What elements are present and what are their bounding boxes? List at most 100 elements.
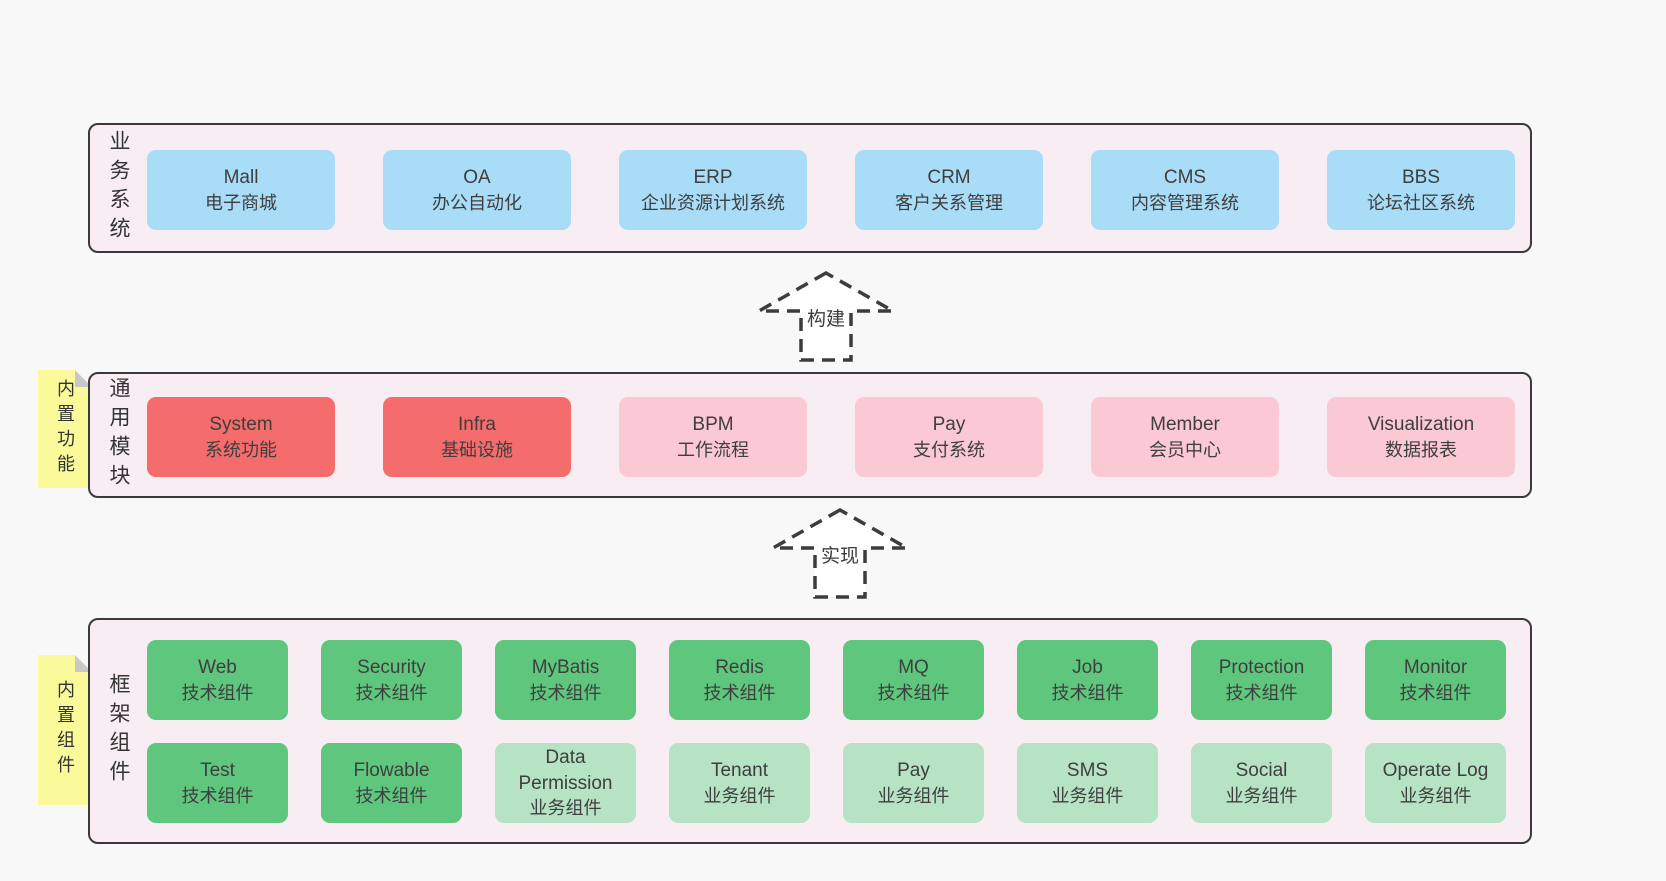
arrow-label: 构建 — [803, 304, 849, 331]
module-box-title: Pay — [932, 414, 966, 436]
module-box-subtitle: 数据报表 — [1385, 439, 1457, 460]
sticky-note-label: 内置功能 — [55, 379, 75, 479]
implement-arrow: 实现 — [765, 505, 915, 601]
layer-label: 通用模块 — [107, 377, 130, 493]
common-modules-row: System 系统功能 Infra 基础设施 BPM 工作流程 Pay 支付系统 Member 会… — [147, 397, 1515, 477]
module-box-subtitle: 办公自动化 — [432, 192, 522, 213]
module-box-subtitle: 论坛社区系统 — [1367, 192, 1475, 213]
module-box-test: Test 技术组件 — [147, 743, 288, 823]
module-box-subtitle: 技术组件 — [529, 682, 602, 703]
module-box-title: MyBatis — [531, 657, 600, 679]
module-box-subtitle: 业务组件 — [877, 785, 950, 806]
module-box-title: CMS — [1163, 167, 1207, 189]
module-box-title: Pay — [897, 760, 930, 782]
module-box-sms: SMS 业务组件 — [1017, 743, 1158, 823]
module-box-title: Job — [1072, 657, 1103, 679]
sticky-note-built-in-features: 内置功能 — [38, 370, 92, 488]
layer-common-modules: 通用模块 System 系统功能 Infra 基础设施 BPM 工作流程 Pay 支付系统 Me… — [88, 372, 1532, 498]
module-box-title: Flowable — [353, 760, 430, 782]
module-box-subtitle: 技术组件 — [181, 785, 254, 806]
module-box-subtitle: 技术组件 — [1051, 682, 1124, 703]
module-box-member: Member 会员中心 — [1091, 397, 1279, 477]
module-box-subtitle: 技术组件 — [181, 682, 254, 703]
module-box-subtitle: 企业资源计划系统 — [641, 192, 785, 213]
module-box-subtitle: 基础设施 — [441, 439, 513, 460]
arrow-label: 实现 — [817, 541, 863, 568]
module-box-title: ERP — [693, 167, 733, 189]
module-box-title: Tenant — [710, 760, 769, 782]
module-box-title: System — [209, 414, 273, 436]
module-box-pay: Pay 业务组件 — [843, 743, 984, 823]
module-box-title: Test — [200, 760, 235, 782]
layer-label: 业务系统 — [107, 130, 130, 246]
module-box-subtitle: 系统功能 — [205, 439, 277, 460]
module-box-protection: Protection 技术组件 — [1191, 640, 1332, 720]
module-box-subtitle: 技术组件 — [703, 682, 776, 703]
module-box-subtitle: 业务组件 — [1051, 785, 1124, 806]
module-box-job: Job 技术组件 — [1017, 640, 1158, 720]
module-box-title: Mall — [223, 167, 259, 189]
module-box-pay: Pay 支付系统 — [855, 397, 1043, 477]
module-box-subtitle: 技术组件 — [877, 682, 950, 703]
business-systems-row: Mall 电子商城 OA 办公自动化 ERP 企业资源计划系统 CRM 客户关系管理 CMS 内容… — [147, 150, 1515, 230]
module-box-title: SMS — [1066, 760, 1109, 782]
module-box-web: Web 技术组件 — [147, 640, 288, 720]
module-box-crm: CRM 客户关系管理 — [855, 150, 1043, 230]
module-box-title: Redis — [715, 657, 764, 679]
module-box-title: BBS — [1401, 167, 1441, 189]
module-box-title: Data Permission — [518, 747, 613, 794]
module-box-security: Security 技术组件 — [321, 640, 462, 720]
module-box-title: Security — [357, 657, 426, 679]
sticky-note-label: 内置组件 — [55, 680, 75, 780]
module-box-subtitle: 工作流程 — [677, 439, 749, 460]
module-box-mybatis: MyBatis 技术组件 — [495, 640, 636, 720]
module-box-title: BPM — [692, 414, 734, 436]
module-box-social: Social 业务组件 — [1191, 743, 1332, 823]
module-box-title: Web — [198, 657, 237, 679]
module-box-title: Operate Log — [1382, 760, 1489, 782]
sticky-note-built-in-components: 内置组件 — [38, 655, 92, 805]
module-box-bbs: BBS 论坛社区系统 — [1327, 150, 1515, 230]
module-box-title: MQ — [898, 657, 929, 679]
module-box-cms: CMS 内容管理系统 — [1091, 150, 1279, 230]
module-box-subtitle: 电子商城 — [205, 192, 277, 213]
module-box-subtitle: 会员中心 — [1149, 439, 1221, 460]
module-box-subtitle: 技术组件 — [1225, 682, 1298, 703]
module-box-data-permission: Data Permission 业务组件 — [495, 743, 636, 823]
layer-business-systems: 业务系统 Mall 电子商城 OA 办公自动化 ERP 企业资源计划系统 CRM 客户关系管理… — [88, 123, 1532, 253]
module-box-infra: Infra 基础设施 — [383, 397, 571, 477]
module-box-title: Monitor — [1403, 657, 1468, 679]
module-box-subtitle: 技术组件 — [355, 682, 428, 703]
module-box-subtitle: 技术组件 — [1399, 682, 1472, 703]
layer-label: 框架组件 — [107, 673, 130, 789]
module-box-visualization: Visualization 数据报表 — [1327, 397, 1515, 477]
module-box-subtitle: 内容管理系统 — [1131, 192, 1239, 213]
module-box-operate-log: Operate Log 业务组件 — [1365, 743, 1506, 823]
module-box-title: Member — [1150, 414, 1220, 436]
module-box-monitor: Monitor 技术组件 — [1365, 640, 1506, 720]
module-box-title: Social — [1235, 760, 1288, 782]
module-box-subtitle: 业务组件 — [1225, 785, 1298, 806]
module-box-subtitle: 支付系统 — [913, 439, 985, 460]
module-box-redis: Redis 技术组件 — [669, 640, 810, 720]
build-arrow: 构建 — [751, 268, 901, 364]
module-box-system: System 系统功能 — [147, 397, 335, 477]
module-box-subtitle: 业务组件 — [1399, 785, 1472, 806]
module-box-title: Visualization — [1367, 414, 1475, 436]
module-box-mq: MQ 技术组件 — [843, 640, 984, 720]
module-box-title: CRM — [927, 167, 971, 189]
module-box-bpm: BPM 工作流程 — [619, 397, 807, 477]
module-box-title: OA — [463, 167, 491, 189]
module-box-mall: Mall 电子商城 — [147, 150, 335, 230]
module-box-subtitle: 业务组件 — [529, 798, 602, 819]
module-box-oa: OA 办公自动化 — [383, 150, 571, 230]
module-box-subtitle: 客户关系管理 — [895, 192, 1003, 213]
module-box-title: Protection — [1218, 657, 1305, 679]
module-box-erp: ERP 企业资源计划系统 — [619, 150, 807, 230]
module-box-title: Infra — [457, 414, 497, 436]
